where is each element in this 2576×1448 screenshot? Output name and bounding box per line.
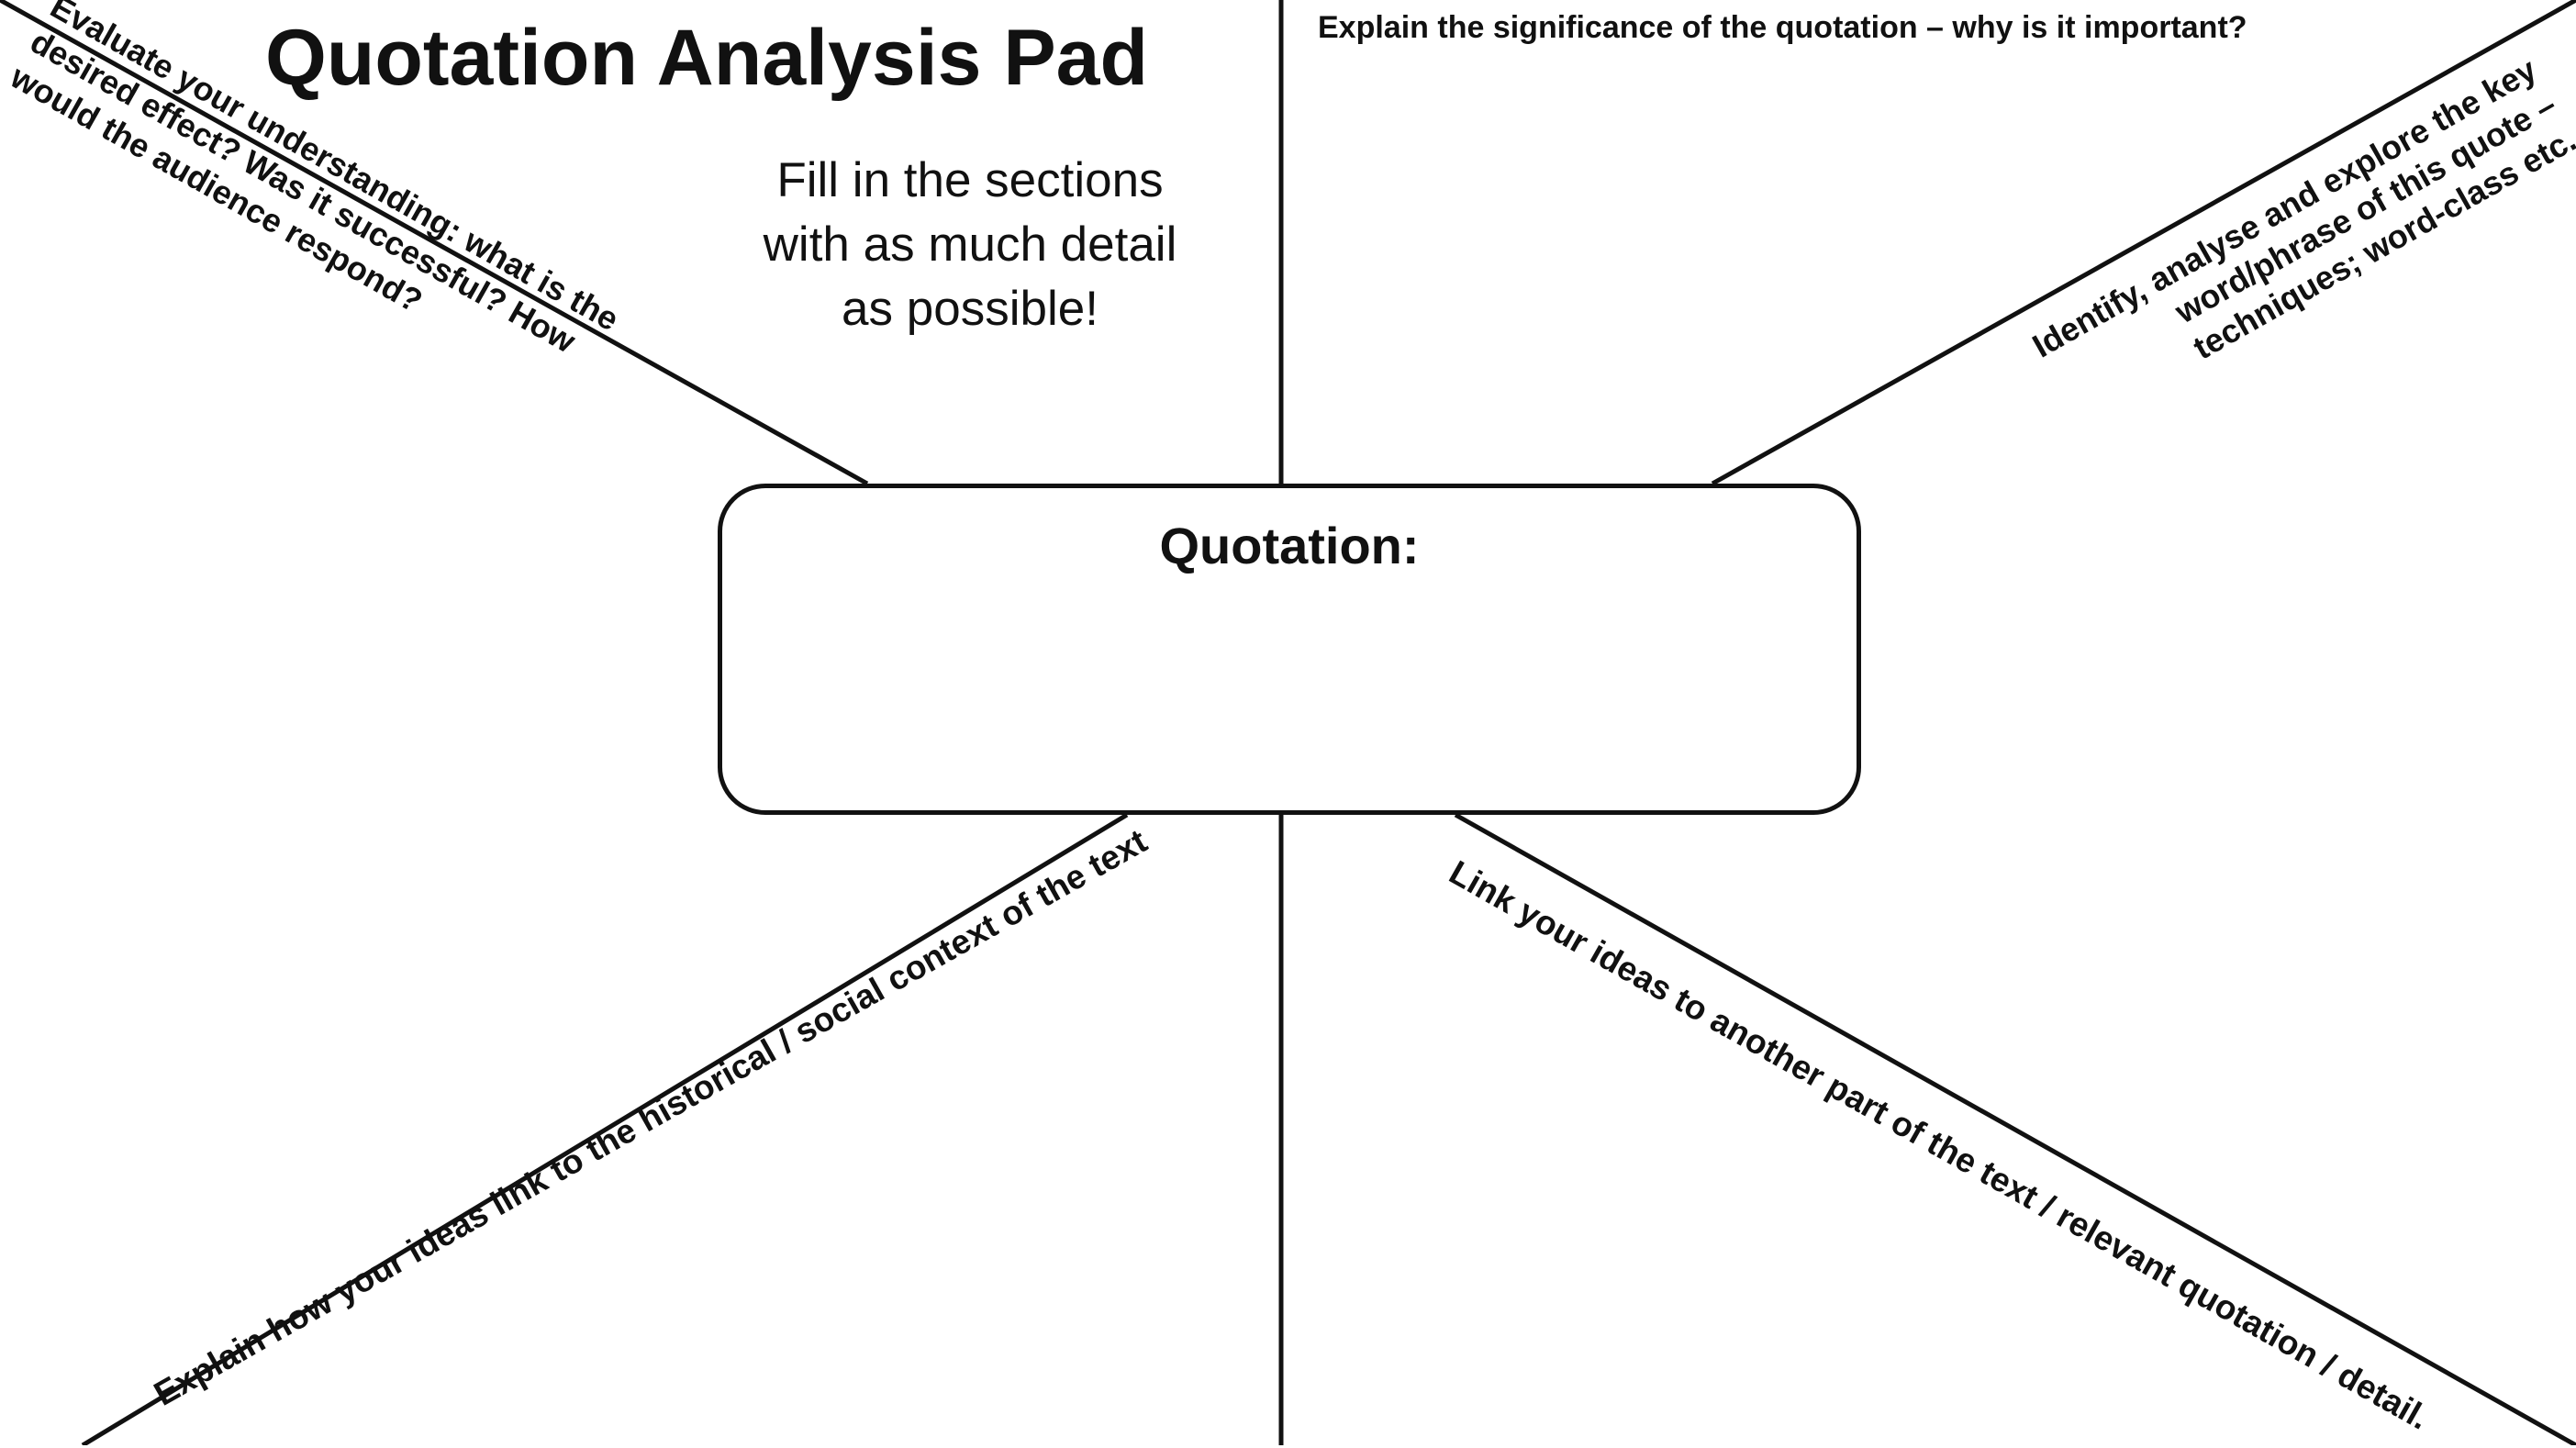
prompt-significance: Explain the significance of the quotatio… xyxy=(1318,10,2247,45)
diagonal-divider-bottom-left xyxy=(81,812,1129,1445)
diagonal-divider-top-left xyxy=(0,0,869,486)
quotation-box[interactable]: Quotation: xyxy=(718,484,1861,815)
quotation-label: Quotation: xyxy=(1159,517,1420,574)
diagonal-divider-top-right xyxy=(1711,0,2576,486)
instruction-text: Fill in the sections with as much detail… xyxy=(763,153,1177,336)
page-title: Quotation Analysis Pad xyxy=(264,14,1149,102)
diagonal-divider-bottom-right xyxy=(1454,812,2576,1445)
